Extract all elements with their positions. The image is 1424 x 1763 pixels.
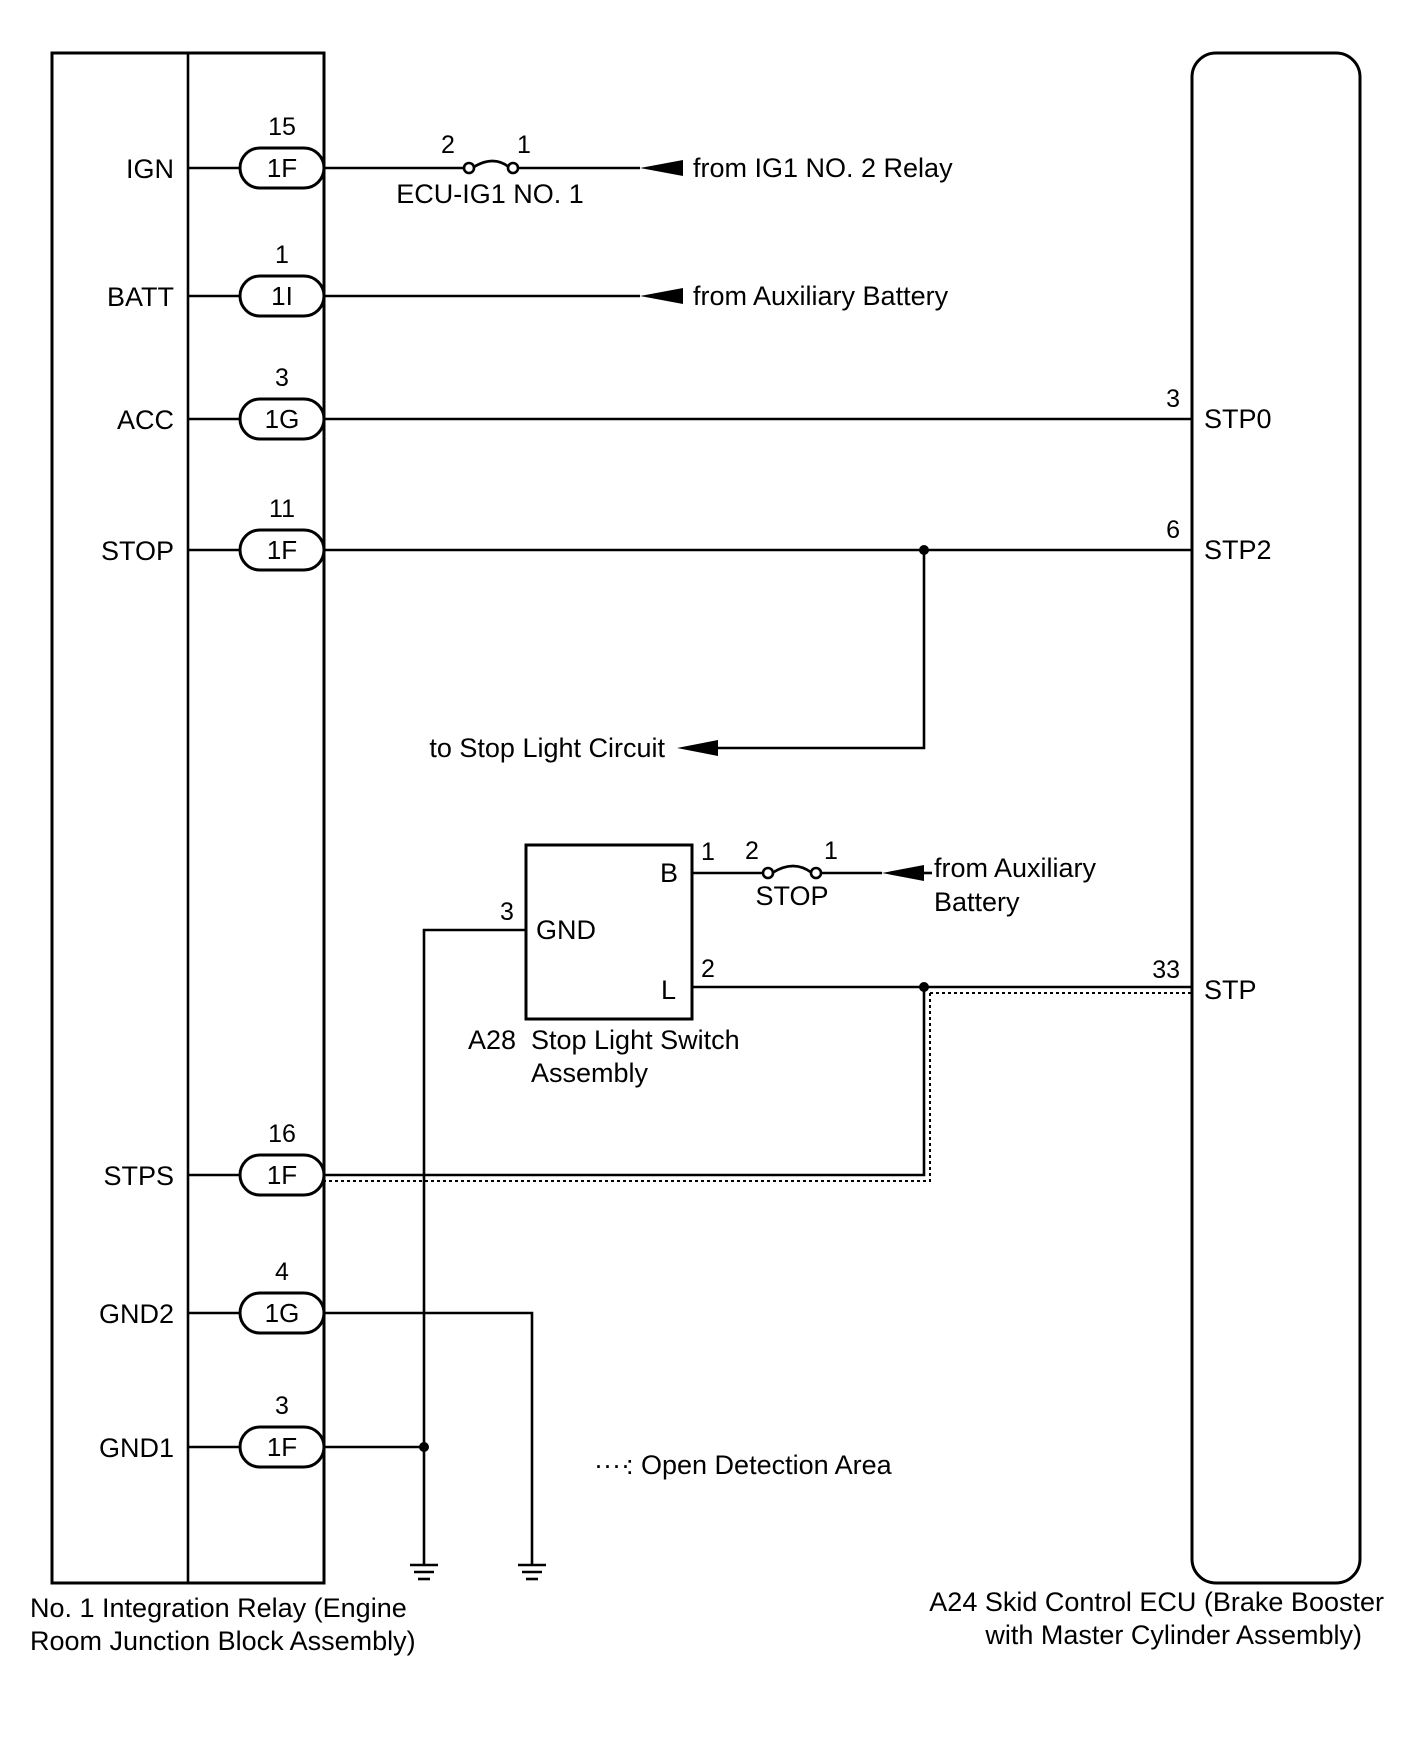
fuse-ecu-ig1-link [471,159,511,170]
arrow-to-stop-light [677,740,718,756]
switch-caption-2: Assembly [531,1058,649,1088]
fuse-ecu-ig1-label: ECU-IG1 NO. 1 [396,179,584,209]
relay-terminal-gnd1: GND1 [99,1433,174,1463]
relay-terminal-gnd2: GND2 [99,1299,174,1329]
source-aux-battery-2-line2: Battery [934,887,1020,917]
ecu-pin-stp2: 6 [1166,516,1180,544]
ground-icon [518,1563,546,1581]
switch-pin-gnd: 3 [500,898,514,926]
switch-pin-l: 2 [701,955,715,983]
fuse-stop-link [771,864,813,875]
source-ig1-label: from IG1 NO. 2 Relay [693,153,953,183]
switch-terminal-gnd: GND [536,915,596,945]
relay-connector-label-ign: 1F [267,153,297,183]
ground-icon [410,1563,438,1581]
relay-pin-acc: 3 [275,364,289,392]
source-aux-battery-label: from Auxiliary Battery [693,281,949,311]
wire-gnd2 [324,1311,534,1565]
fuse-stop-pin2 [761,866,775,880]
junction-gnd1 [419,1442,429,1452]
relay-pin-gnd2: 4 [275,1258,289,1286]
relay-pin-stop: 11 [269,495,295,523]
fuse-stop-pin-right: 1 [824,837,838,865]
labels: 2 1 ECU-IG1 NO. 1 from IG1 NO. 2 Relay f… [30,131,1384,1656]
ecu-caption-2: with Master Cylinder Assembly) [984,1620,1362,1650]
fuse-ecu-ig1-pin1 [506,161,520,175]
relay-terminal-stop: STOP [101,536,174,566]
relay-caption-1: No. 1 Integration Relay (Engine [30,1593,407,1623]
relay-connector-label-gnd1: 1F [267,1432,297,1462]
fuse-stop-pin1 [809,866,823,880]
relay-pin-stps: 16 [268,1120,296,1148]
fuse-stop-label: STOP [755,881,828,911]
ecu-terminal-stp0: STP0 [1204,404,1272,434]
relay-connector-label-acc: 1G [265,404,300,434]
ecu-caption-1: A24 Skid Control ECU (Brake Booster [929,1587,1384,1617]
switch-terminal-l: L [661,975,676,1005]
fuse-stop-pin-left: 2 [745,837,759,865]
ecu-pin-stp: 33 [1152,956,1180,984]
switch-terminal-b: B [660,858,678,888]
wire-switch-gnd [422,928,526,1565]
relay-caption-2: Room Junction Block Assembly) [30,1626,416,1656]
relay-terminal-acc: ACC [117,405,174,435]
arrow-from-ig1 [640,160,683,176]
relay-terminal-batt: BATT [107,282,174,312]
relay-terminal-ign: IGN [126,154,174,184]
to-stop-light-label: to Stop Light Circuit [429,733,665,763]
arrow-from-aux-battery [640,288,683,304]
source-aux-battery-2-line1: from Auxiliary [934,853,1097,883]
relay-terminals: 1F15IGN1I1BATT1G3ACC1F11STOP1F16STPS1G4G… [99,113,326,1469]
relay-pin-ign: 15 [268,113,296,141]
switch-pin-b: 1 [701,838,715,866]
fuse-ecu-ig1-pin-right: 1 [517,131,531,159]
relay-pin-gnd1: 3 [275,1392,289,1420]
wire-stp-stps [324,987,926,1177]
relay-pin-batt: 1 [275,241,289,269]
wire-to-stop-light [716,550,926,750]
open-detection-line-1 [324,993,931,1182]
legend-text: : Open Detection Area [626,1450,893,1480]
relay-terminal-stps: STPS [103,1161,174,1191]
ecu-outline [1190,51,1362,1585]
ecu-pin-stp0: 3 [1166,385,1180,413]
arrow-from-aux-battery-2 [882,865,924,881]
fuse-ecu-ig1-pin2 [462,161,476,175]
relay-connector-label-batt: 1I [271,281,293,311]
wires [324,159,1192,1581]
fuse-ecu-ig1-pin-left: 2 [441,131,455,159]
relay-connector-label-gnd2: 1G [265,1298,300,1328]
switch-caption-1: Stop Light Switch [531,1025,740,1055]
legend-symbol: ···· [594,1450,630,1480]
switch-id: A28 [468,1025,516,1055]
ecu-terminal-stp2: STP2 [1204,535,1272,565]
stop-light-switch-box [524,843,694,1021]
ecu-terminal-stp: STP [1204,975,1257,1005]
relay-connector-label-stps: 1F [267,1160,297,1190]
relay-connector-label-stop: 1F [267,535,297,565]
